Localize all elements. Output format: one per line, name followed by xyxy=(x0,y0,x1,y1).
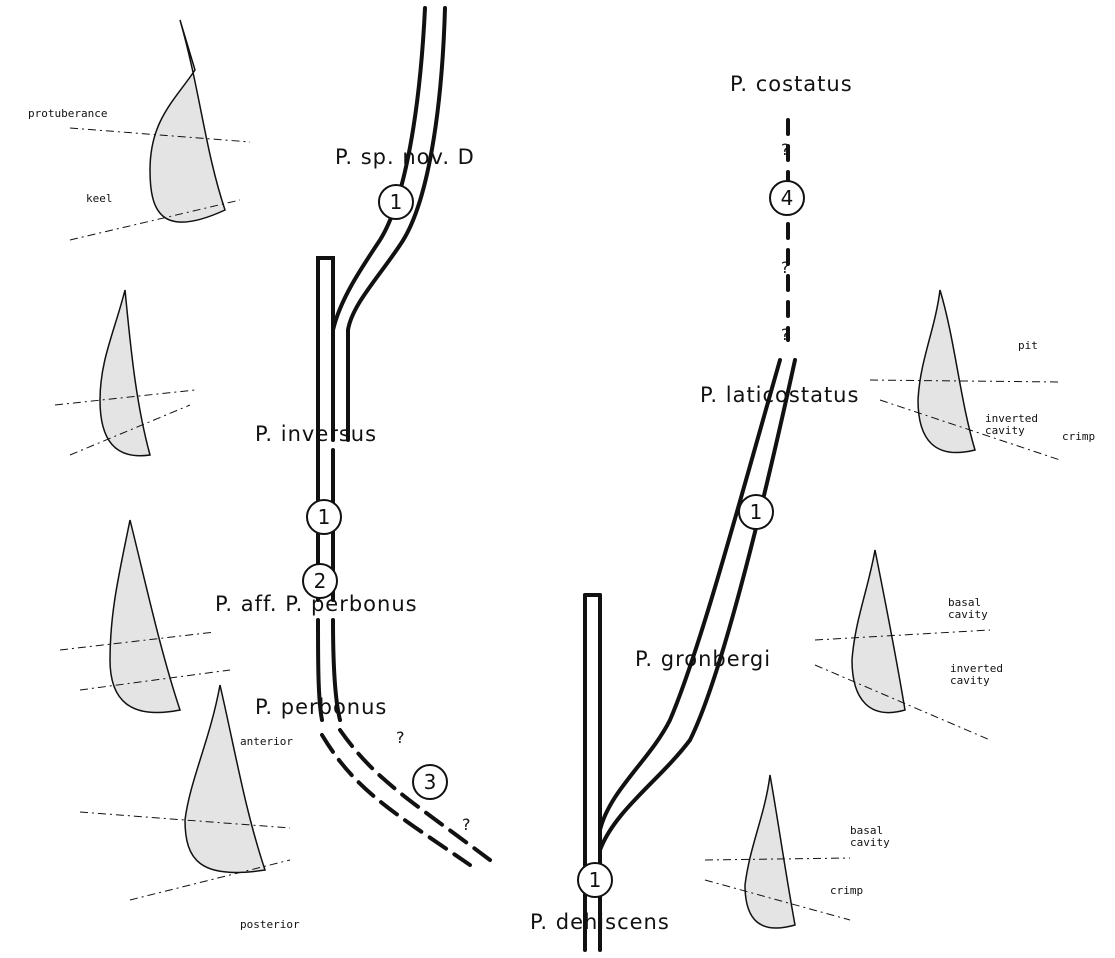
annotation-inverted-cavity-1: inverted cavity xyxy=(985,413,1055,437)
taxon-aff-perbonus: P. aff. P. perbonus xyxy=(215,592,418,616)
annotation-keel: keel xyxy=(86,192,113,205)
annotation-crimp-1: crimp xyxy=(1062,430,1095,443)
annotation-basal-cavity-1: basal cavity xyxy=(948,597,1008,621)
taxon-costatus: P. costatus xyxy=(730,72,853,96)
marker-3-label: 3 xyxy=(413,765,447,799)
question-mark: ? xyxy=(462,815,471,834)
taxon-dehiscens: P. dehiscens xyxy=(530,910,670,934)
annotation-crimp-2: crimp xyxy=(830,884,863,897)
annotation-anterior: anterior xyxy=(240,735,293,748)
taxon-perbonus: P. perbonus xyxy=(255,695,387,719)
annotation-pit: pit xyxy=(1018,339,1038,352)
annotation-protuberance: protuberance xyxy=(28,107,107,120)
marker-1-label-dehiscens: 1 xyxy=(578,863,612,897)
marker-4-label: 4 xyxy=(770,181,804,215)
question-mark: ? xyxy=(396,728,405,747)
question-mark: ? xyxy=(781,258,790,277)
taxon-inversus: P. inversus xyxy=(255,422,377,446)
question-mark: ? xyxy=(781,140,790,159)
annotation-posterior: posterior xyxy=(240,918,300,931)
marker-1-label-gronbergi: 1 xyxy=(739,495,773,529)
marker-1-label-top: 1 xyxy=(379,185,413,219)
specimen-sketches xyxy=(100,20,975,928)
question-mark: ? xyxy=(781,325,790,344)
taxon-sp-nov-d: P. sp. nov. D xyxy=(335,145,475,169)
annotation-inverted-cavity-2: inverted cavity xyxy=(950,663,1020,687)
annotation-basal-cavity-2: basal cavity xyxy=(850,825,910,849)
lineage-perbonus-dashed xyxy=(322,730,490,865)
lineage-gronbergi xyxy=(600,360,795,850)
taxon-laticostatus: P. laticostatus xyxy=(700,383,859,407)
taxon-gronbergi: P. gronbergi xyxy=(635,647,771,671)
marker-1-label-inversus: 1 xyxy=(307,500,341,534)
lineage-sp-nov-d xyxy=(333,8,445,440)
